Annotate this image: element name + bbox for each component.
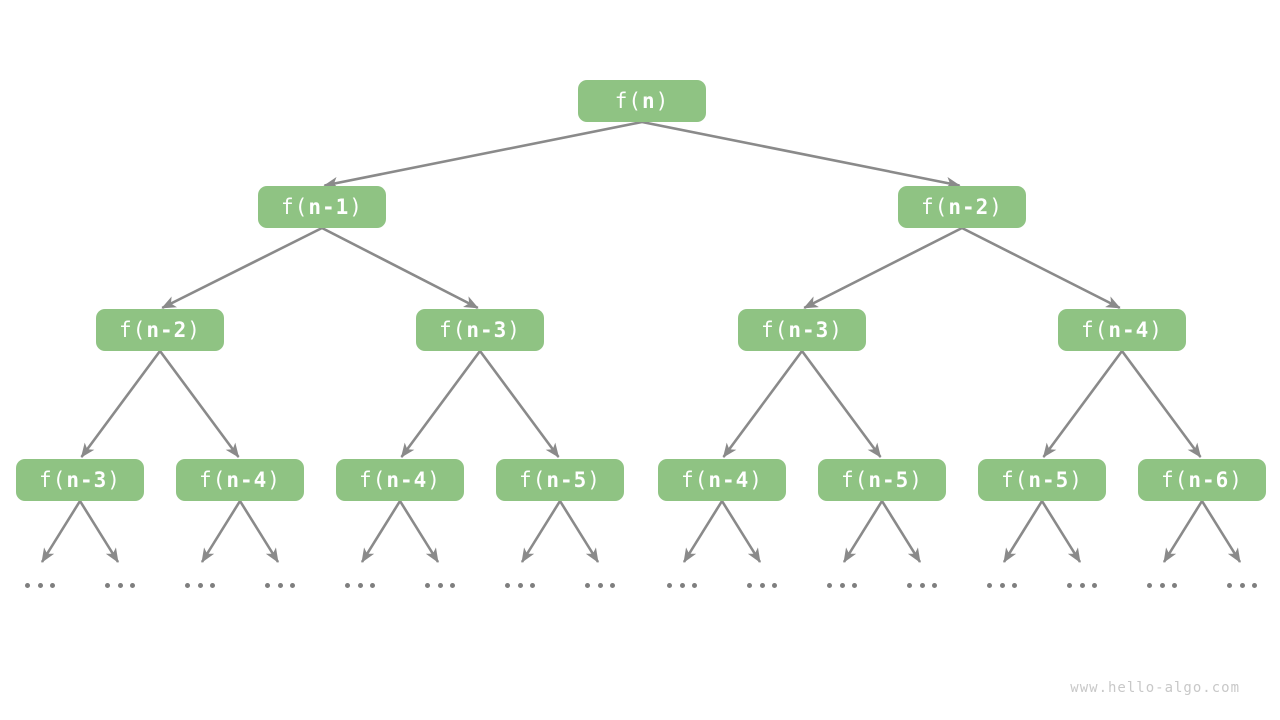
- tree-edge-arrow: [158, 350, 240, 458]
- tree-edge-arrow: [1002, 500, 1044, 563]
- tree-edge-arrow: [722, 350, 804, 458]
- tree-edge-arrow: [641, 120, 961, 189]
- tree-edge-arrow: [1162, 500, 1204, 563]
- tree-edge-arrow: [323, 120, 643, 189]
- tree-edge-arrow: [682, 500, 724, 563]
- tree-edge-arrow: [961, 226, 1121, 310]
- tree-edge-arrow: [842, 500, 884, 563]
- tree-edge-arrow: [400, 350, 482, 458]
- tree-edge-arrow: [720, 500, 762, 563]
- tree-edge-arrow: [803, 226, 963, 310]
- tree-edge-arrow: [78, 500, 120, 563]
- tree-edge-arrow: [80, 350, 162, 458]
- tree-edge-arrow: [880, 500, 922, 563]
- tree-edge-arrow: [238, 500, 280, 563]
- tree-edge-arrow: [40, 500, 82, 563]
- tree-edge-arrow: [800, 350, 882, 458]
- tree-edge-arrow: [200, 500, 242, 563]
- tree-edge-arrow: [558, 500, 600, 563]
- tree-edge-arrow: [161, 226, 323, 310]
- tree-edge-arrow: [1200, 500, 1242, 563]
- tree-edge-arrow: [520, 500, 562, 563]
- tree-edge-arrow: [1040, 500, 1082, 563]
- tree-edge-arrow: [398, 500, 440, 563]
- watermark: www.hello-algo.com: [1070, 680, 1240, 696]
- tree-edge-arrow: [360, 500, 402, 563]
- tree-edge-arrow: [478, 350, 560, 458]
- tree-edge-arrow: [1120, 350, 1202, 458]
- tree-edge-arrow: [1042, 350, 1124, 458]
- tree-edge-arrow: [321, 226, 479, 310]
